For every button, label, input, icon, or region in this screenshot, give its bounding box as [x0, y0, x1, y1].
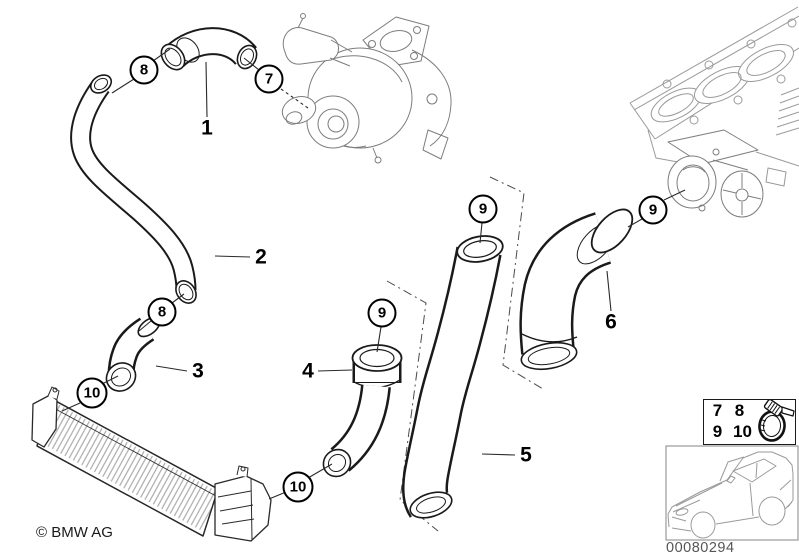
hose-5-drawing: [402, 235, 504, 519]
copyright-notice: © BMW AG: [36, 524, 113, 541]
hose-1-drawing: [160, 27, 258, 71]
hose-clamp-icon: [758, 400, 795, 442]
clamp-callout-10-hose4[interactable]: 10: [282, 471, 314, 503]
car-icon: [667, 451, 794, 539]
clamp-callout-10-left[interactable]: 10: [76, 377, 108, 409]
throttle-body-drawing: [667, 129, 764, 218]
clamp-callout-8-mid[interactable]: 8: [147, 297, 177, 327]
clamp-legend-box: 7 8 9 10: [703, 399, 796, 445]
part-callout-2[interactable]: 2: [255, 245, 267, 269]
clamp-callout-8-top[interactable]: 8: [129, 55, 159, 85]
hose-6-drawing: [519, 208, 634, 371]
car-thumbnail: [665, 445, 799, 541]
hose-4-drawing: [322, 344, 403, 478]
part-callout-6[interactable]: 6: [605, 310, 617, 334]
intake-manifold-drawing: [629, 6, 799, 187]
hose-3-drawing: [105, 316, 161, 392]
part-callout-1[interactable]: 1: [201, 116, 213, 140]
image-number: 00080294: [666, 540, 735, 556]
legend-number-7: 7: [712, 401, 723, 421]
turbocharger-drawing: [281, 13, 452, 164]
clamp-callout-9-hose5[interactable]: 9: [468, 194, 498, 224]
leader-lines: [61, 48, 686, 500]
clamp-legend-numbers: 7 8 9 10: [704, 400, 752, 444]
hose-2-drawing: [70, 74, 197, 304]
clamp-callout-9-hose4[interactable]: 9: [367, 298, 397, 328]
intercooler-drawing: [31, 386, 272, 542]
legend-number-10: 10: [733, 422, 752, 441]
clamp-callout-9-throttle[interactable]: 9: [638, 195, 668, 225]
part-callout-5[interactable]: 5: [520, 443, 532, 467]
clamp-callout-7[interactable]: 7: [254, 64, 284, 94]
part-callout-4[interactable]: 4: [302, 359, 314, 383]
legend-number-9: 9: [712, 422, 723, 441]
legend-number-8: 8: [734, 401, 745, 421]
part-callout-3[interactable]: 3: [192, 359, 204, 383]
